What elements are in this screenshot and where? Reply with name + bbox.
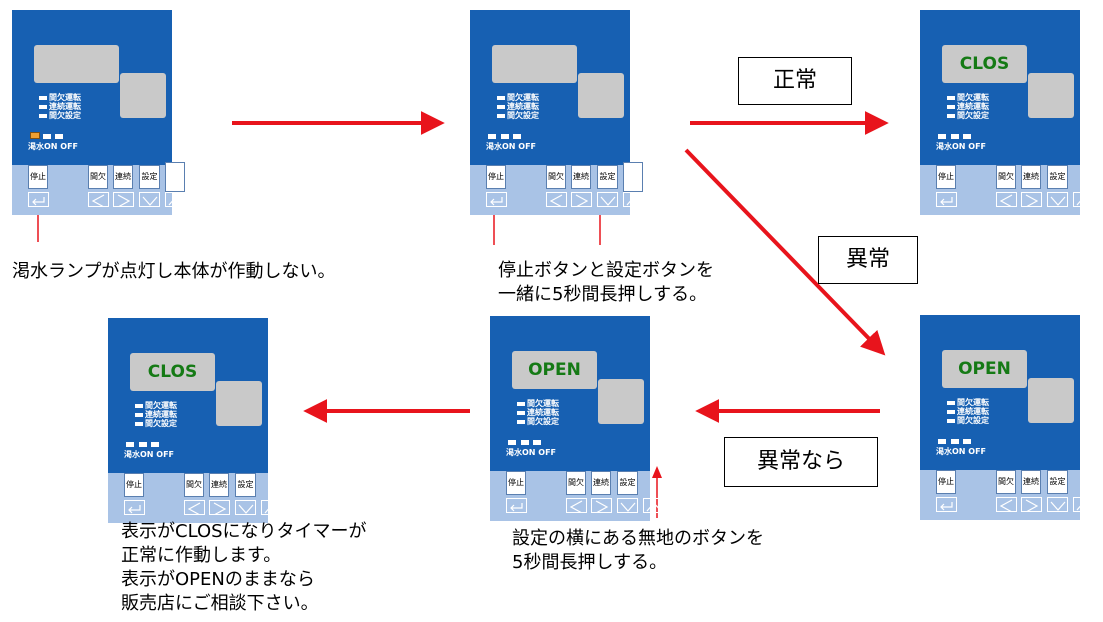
blank-button[interactable]	[623, 162, 643, 192]
label-abnormal: 異常	[818, 236, 918, 284]
blank-button[interactable]	[165, 162, 185, 192]
main-display	[492, 45, 577, 83]
sub-display	[216, 381, 262, 426]
chevron-up-icon	[623, 192, 644, 207]
panel-open-reset: OPEN 間欠運転 連続運転 間欠設定 渇水ON OFF 停止 間欠 連続 設定	[490, 316, 664, 521]
renzoku-button[interactable]: 連続	[209, 473, 229, 497]
chevron-right-icon	[113, 192, 134, 207]
drought-lamp-lit	[30, 132, 40, 139]
main-display: OPEN	[512, 351, 597, 389]
chevron-down-icon	[1047, 497, 1068, 512]
stop-button[interactable]: 停止	[936, 165, 956, 189]
chevron-left-icon	[184, 500, 205, 515]
panel-normal-clos: CLOS 間欠運転 連続運転 間欠設定 渇水ON OFF 停止 間欠 連続 設定	[920, 10, 1094, 215]
chevron-left-icon	[88, 192, 109, 207]
enter-icon	[124, 500, 145, 515]
stop-button[interactable]: 停止	[28, 165, 48, 189]
settei-button[interactable]: 設定	[235, 473, 256, 497]
chevron-down-icon	[617, 498, 638, 513]
chevron-down-icon	[597, 192, 618, 207]
arrow-abnormal	[684, 148, 886, 356]
settei-button[interactable]: 設定	[1047, 165, 1068, 189]
kanketsu-button[interactable]: 間欠	[566, 471, 586, 495]
settei-button[interactable]: 設定	[597, 165, 618, 189]
main-display: CLOS	[942, 45, 1027, 83]
enter-icon	[28, 192, 49, 207]
kanketsu-button[interactable]: 間欠	[546, 165, 566, 189]
sub-display	[578, 73, 624, 118]
settei-button[interactable]: 設定	[617, 471, 638, 495]
chevron-right-icon	[571, 192, 592, 207]
chevron-down-icon	[1047, 192, 1068, 207]
chevron-up-icon	[1073, 192, 1094, 207]
chevron-left-icon	[996, 192, 1017, 207]
stop-button[interactable]: 停止	[506, 471, 526, 495]
panel-result-clos: CLOS 間欠運転 連続運転 間欠設定 渇水ON OFF 停止 間欠 連続 設定	[108, 318, 282, 523]
sub-display	[598, 379, 644, 424]
chevron-up-icon	[165, 192, 186, 207]
kanketsu-button[interactable]: 間欠	[184, 473, 204, 497]
panel-drought: 間欠運転 連続運転 間欠設定 渇水ON OFF 停止 間欠 連続 設定	[12, 10, 186, 215]
chevron-down-icon	[235, 500, 256, 515]
panel-abnormal-open: OPEN 間欠運転 連続運転 間欠設定 渇水ON OFF 停止 間欠 連続 設定	[920, 315, 1094, 520]
caption-result: 表示がCLOSになりタイマーが 正常に作動します。 表示がOPENのままなら 販…	[121, 521, 367, 614]
kanketsu-button[interactable]: 間欠	[996, 165, 1016, 189]
stop-button[interactable]: 停止	[936, 470, 956, 494]
caption-press-buttons: 停止ボタンと設定ボタンを 一緒に5秒間長押しする。	[498, 260, 714, 305]
enter-icon	[936, 497, 957, 512]
caption-blank-button: 設定の横にある無地のボタンを 5秒間長押しする。	[512, 528, 764, 573]
chevron-right-icon	[209, 500, 230, 515]
chevron-right-icon	[1021, 192, 1042, 207]
label-normal: 正常	[738, 57, 852, 105]
chevron-left-icon	[996, 497, 1017, 512]
enter-icon	[936, 192, 957, 207]
settei-button[interactable]: 設定	[139, 165, 160, 189]
chevron-left-icon	[546, 192, 567, 207]
caption-drought: 渇水ランプが点灯し本体が作動しない。	[12, 261, 336, 282]
sub-display	[1028, 378, 1074, 423]
kanketsu-button[interactable]: 間欠	[88, 165, 108, 189]
main-display	[34, 45, 119, 83]
renzoku-button[interactable]: 連続	[1021, 470, 1041, 494]
settei-button[interactable]: 設定	[1047, 470, 1068, 494]
enter-icon	[506, 498, 527, 513]
stop-button[interactable]: 停止	[124, 473, 144, 497]
label-if-abnormal: 異常なら	[724, 437, 878, 487]
stop-button[interactable]: 停止	[486, 165, 506, 189]
sub-display	[1028, 73, 1074, 118]
chevron-up-icon	[643, 498, 664, 513]
main-display: OPEN	[942, 350, 1027, 388]
renzoku-button[interactable]: 連続	[1021, 165, 1041, 189]
renzoku-button[interactable]: 連続	[571, 165, 591, 189]
enter-icon	[486, 192, 507, 207]
chevron-right-icon	[1021, 497, 1042, 512]
main-display: CLOS	[130, 353, 215, 391]
chevron-left-icon	[566, 498, 587, 513]
chevron-up-icon	[261, 500, 282, 515]
chevron-right-icon	[591, 498, 612, 513]
renzoku-button[interactable]: 連続	[591, 471, 611, 495]
sub-display	[120, 73, 166, 118]
chevron-down-icon	[139, 192, 160, 207]
panel-start: 間欠運転 連続運転 間欠設定 渇水ON OFF 停止 間欠 連続 設定	[470, 10, 644, 215]
renzoku-button[interactable]: 連続	[113, 165, 133, 189]
kanketsu-button[interactable]: 間欠	[996, 470, 1016, 494]
chevron-up-icon	[1073, 497, 1094, 512]
